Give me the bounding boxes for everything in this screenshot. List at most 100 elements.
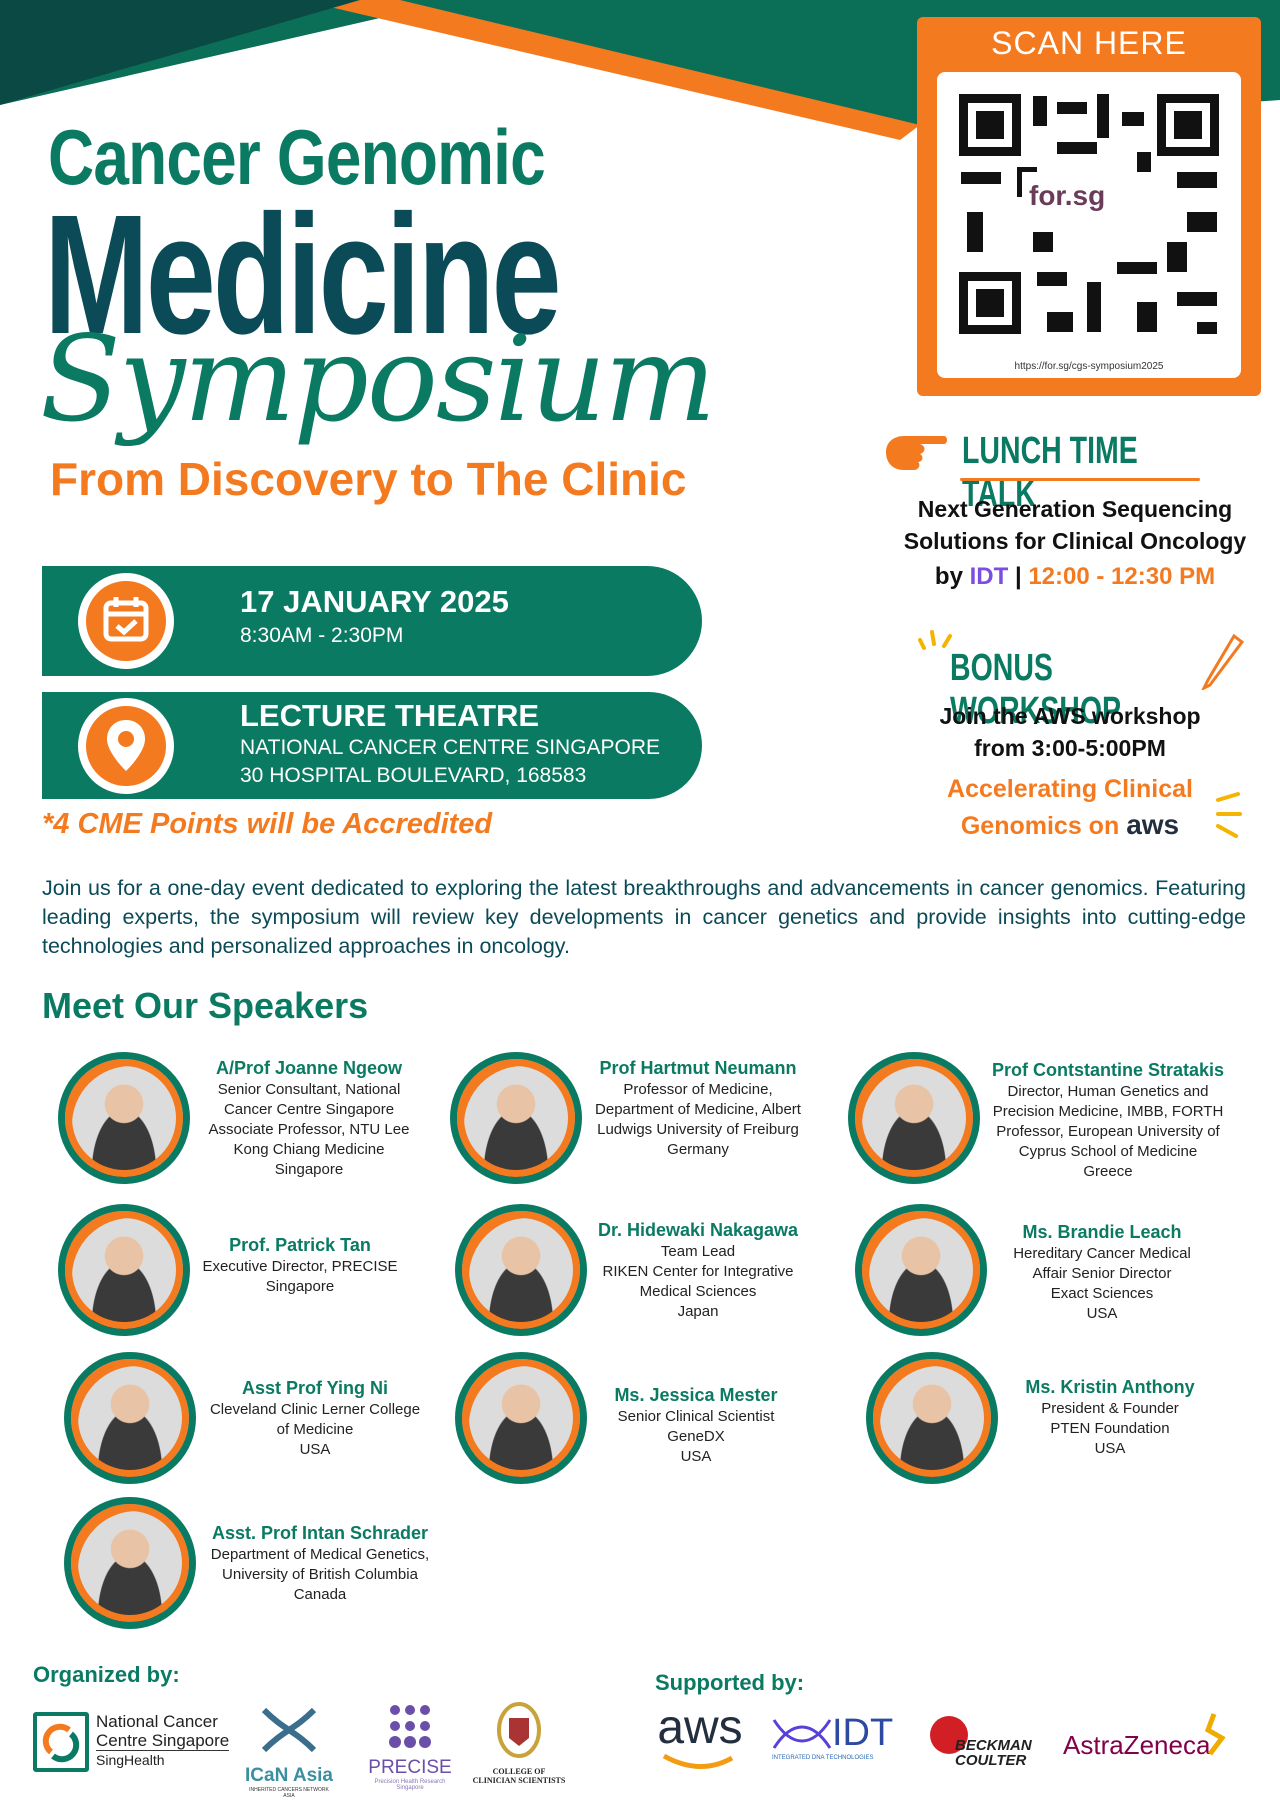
speaker-affiliation: Kong Chiang Medicine bbox=[233, 1141, 385, 1158]
lunch-sep: | bbox=[1014, 563, 1022, 590]
speaker-name: Prof Hartmut Neumann bbox=[599, 1058, 797, 1078]
speaker-name: Prof Contstantine Stratakis bbox=[991, 1060, 1225, 1080]
venue-banner: LECTURE THEATRE NATIONAL CANCER CENTRE S… bbox=[42, 692, 702, 799]
ncc-line3: SingHealth bbox=[96, 1752, 165, 1768]
pointing-hand-icon bbox=[880, 430, 950, 470]
speaker-affiliation: Greece bbox=[1083, 1163, 1133, 1180]
speaker-name: Ms. Kristin Anthony bbox=[1025, 1377, 1195, 1397]
speaker-affiliation: Director, Human Genetics and bbox=[1007, 1083, 1209, 1100]
accel-line1: Accelerating Clinical bbox=[947, 775, 1193, 803]
beckman-line2: COULTER bbox=[955, 1752, 1027, 1769]
speaker-affiliation: Department of Medicine, Albert bbox=[595, 1101, 801, 1118]
speaker-photo bbox=[855, 1204, 987, 1336]
speaker-name: Ms. Brandie Leach bbox=[1022, 1222, 1182, 1242]
title-line3: Symposium bbox=[40, 310, 716, 448]
qr-code[interactable]: for.sg https://for.sg/cgs-symposium2025 bbox=[937, 72, 1241, 378]
college-line2: CLINICIAN SCIENTISTS bbox=[472, 1776, 566, 1785]
college-logo: COLLEGE OF CLINICIAN SCIENTISTS bbox=[464, 1698, 574, 1785]
sparkle-icon bbox=[1210, 790, 1250, 840]
aws-sponsor-logo: aws bbox=[650, 1704, 750, 1777]
banner-edge bbox=[42, 566, 56, 676]
speaker-photo bbox=[58, 1204, 190, 1336]
bonus-heading: BONUS WORKSHOP bbox=[950, 647, 1121, 732]
aws-logo: aws bbox=[1126, 809, 1180, 840]
speaker-name: Dr. Hidewaki Nakagawa bbox=[597, 1220, 799, 1240]
ican-sub: INHERITED CANCERS NETWORK ASIA bbox=[249, 1787, 329, 1799]
speaker-photo bbox=[450, 1052, 582, 1184]
qr-url[interactable]: https://for.sg/cgs-symposium2025 bbox=[1014, 361, 1164, 372]
speaker-affiliation: Affair Senior Director bbox=[1032, 1265, 1172, 1282]
speaker-affiliation: Department of Medical Genetics, bbox=[210, 1546, 430, 1563]
bonus-line2: from 3:00-5:00PM bbox=[974, 735, 1166, 761]
qr-panel: SCAN HERE for.sg https://for.sg/cgs-symp… bbox=[917, 17, 1261, 396]
speaker-affiliation: Singapore bbox=[265, 1278, 335, 1295]
speaker-affiliation: President & Founder bbox=[1041, 1400, 1179, 1417]
ican-name: ICaN Asia bbox=[245, 1765, 333, 1786]
lunch-title-1: Next Generation Sequencing bbox=[917, 496, 1233, 522]
speaker-affiliation: Precision Medicine, IMBB, FORTH bbox=[992, 1103, 1224, 1120]
cme-note: *4 CME Points will be Accredited bbox=[42, 808, 493, 840]
speaker-photo bbox=[866, 1352, 998, 1484]
speaker-affiliation: RIKEN Center for Integrative bbox=[602, 1263, 794, 1280]
ncc-logo-icon bbox=[33, 1712, 89, 1772]
venue-line2: 30 HOSPITAL BOULEVARD, 168583 bbox=[240, 764, 587, 787]
speaker-affiliation: Team Lead bbox=[660, 1243, 736, 1260]
event-date: 17 JANUARY 2025 bbox=[240, 584, 509, 619]
astrazeneca-logo: AstraZeneca bbox=[1063, 1730, 1211, 1760]
idt-sub: INTEGRATED DNA TECHNOLOGIES bbox=[772, 1755, 874, 1761]
lunch-underline bbox=[960, 478, 1200, 481]
speaker-affiliation: Executive Director, PRECISE bbox=[202, 1258, 398, 1275]
precise-sub: Precision Health Research Singapore bbox=[374, 1779, 446, 1791]
location-pin-icon bbox=[78, 697, 174, 794]
speaker-affiliation: Ludwigs University of Freiburg bbox=[597, 1121, 799, 1138]
precise-name: PRECISE bbox=[368, 1757, 452, 1778]
speaker-affiliation: Cyprus School of Medicine bbox=[1018, 1143, 1198, 1160]
speaker-affiliation: Canada bbox=[293, 1586, 347, 1603]
for-sg-logo: for.sg bbox=[1029, 180, 1106, 211]
speaker-photo bbox=[64, 1497, 196, 1629]
speaker-affiliation: Singapore bbox=[274, 1161, 344, 1178]
astrazeneca-icon bbox=[1200, 1710, 1230, 1760]
precise-logo: PRECISE Precision Health Research Singap… bbox=[360, 1702, 460, 1791]
speaker-photo bbox=[455, 1204, 587, 1336]
sparkle-icon bbox=[918, 628, 958, 652]
title-line1: Cancer Genomic bbox=[48, 113, 546, 201]
pencil-icon bbox=[1200, 630, 1245, 692]
speaker-affiliation: Medical Sciences bbox=[639, 1283, 757, 1300]
banner-edge bbox=[42, 692, 56, 799]
beckman-coulter-icon bbox=[930, 1716, 968, 1754]
speaker-affiliation: Japan bbox=[677, 1303, 719, 1320]
lunch-sponsor: IDT bbox=[969, 563, 1009, 590]
speaker-affiliation: Germany bbox=[667, 1141, 729, 1158]
ican-asia-logo: ICaN Asia INHERITED CANCERS NETWORK ASIA bbox=[244, 1700, 334, 1799]
subtitle: From Discovery to The Clinic bbox=[50, 453, 687, 505]
speaker-name: A/Prof Joanne Ngeow bbox=[215, 1058, 403, 1078]
event-time: 8:30AM - 2:30PM bbox=[240, 624, 404, 647]
lunch-title-2: Solutions for Clinical Oncology bbox=[903, 528, 1247, 554]
speaker-affiliation: USA bbox=[1094, 1440, 1126, 1457]
idt-logo: IDT INTEGRATED DNA TECHNOLOGIES bbox=[772, 1712, 912, 1761]
beckman-line1: BECKMAN bbox=[955, 1737, 1032, 1754]
venue-line1: NATIONAL CANCER CENTRE SINGAPORE bbox=[240, 736, 661, 759]
speaker-photo bbox=[64, 1352, 196, 1484]
ncc-line1: National Cancer bbox=[96, 1712, 218, 1731]
speaker-affiliation: Hereditary Cancer Medical bbox=[1013, 1245, 1191, 1262]
speaker-affiliation: University of British Columbia bbox=[222, 1566, 418, 1583]
speaker-affiliation: USA bbox=[680, 1448, 712, 1465]
speaker-affiliation: Associate Professor, NTU Lee bbox=[208, 1121, 410, 1138]
ncc-line2: Centre Singapore bbox=[96, 1731, 230, 1751]
speaker-affiliation: Professor of Medicine, bbox=[623, 1081, 773, 1098]
ncc-logo-text: National Cancer Centre Singapore SingHea… bbox=[96, 1712, 230, 1770]
speaker-affiliation: Senior Consultant, National bbox=[217, 1081, 401, 1098]
calendar-icon bbox=[78, 573, 174, 669]
speaker-name: Ms. Jessica Mester bbox=[614, 1385, 778, 1405]
speakers-heading: Meet Our Speakers bbox=[42, 985, 369, 1026]
